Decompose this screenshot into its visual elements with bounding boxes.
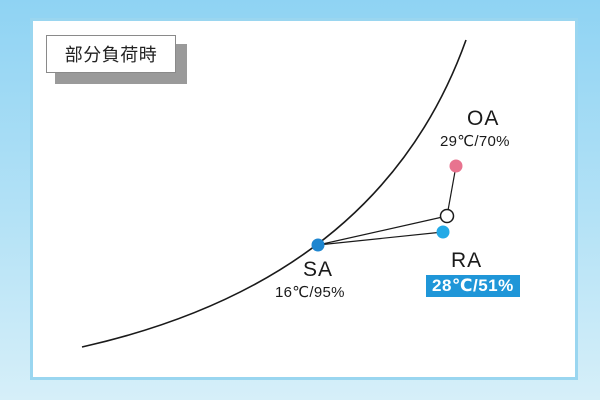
sa-value: 16℃/95% (275, 284, 345, 301)
oa-value: 29℃/70% (440, 133, 510, 150)
sa-point (311, 238, 325, 252)
ra-value-highlight: 28℃/51% (426, 275, 520, 297)
mix-to-oa-line (446, 165, 457, 217)
saturation-curve (81, 39, 467, 348)
ra-label: RA (451, 249, 483, 272)
oa-label: OA (467, 107, 500, 130)
sa-to-ra-line (317, 231, 444, 246)
mix-point (439, 208, 455, 224)
page-title: 部分負荷時 (46, 35, 176, 73)
page-title-text: 部分負荷時 (64, 45, 158, 66)
oa-point (449, 159, 463, 173)
ra-point (436, 225, 450, 239)
sa-to-mix-line (317, 215, 448, 246)
sa-label: SA (303, 258, 334, 281)
